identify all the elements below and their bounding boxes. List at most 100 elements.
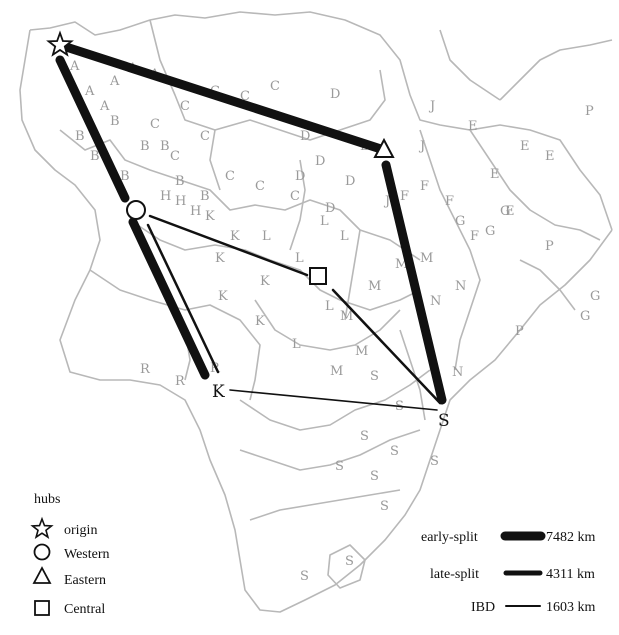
coastline xyxy=(19,11,613,613)
legend-western-label: Western xyxy=(64,547,110,562)
region-letter-g: G xyxy=(500,204,510,219)
region-letter-d: D xyxy=(300,129,310,144)
legend-origin-label: origin xyxy=(64,523,97,538)
country-border xyxy=(129,219,421,311)
region-letter-k: K xyxy=(255,314,265,329)
country-border xyxy=(439,29,501,101)
region-letter-c: C xyxy=(200,129,210,144)
legend-eastern-label: Eastern xyxy=(64,573,106,588)
region-letter-g: G xyxy=(580,309,590,324)
country-border xyxy=(469,129,601,241)
legend-late-split-distance: 4311 km xyxy=(546,567,595,582)
region-letter-k: K xyxy=(205,209,215,224)
region-letter-b: B xyxy=(200,189,210,204)
region-letter-b: B xyxy=(160,139,170,154)
region-letter-f: F xyxy=(445,194,454,209)
region-letter-n: N xyxy=(452,365,463,380)
region-letter-e: E xyxy=(490,167,500,182)
hub-edges xyxy=(55,40,447,411)
region-letter-m: M xyxy=(355,344,368,359)
region-letter-c: C xyxy=(255,179,265,194)
country-border xyxy=(254,299,401,351)
country-border xyxy=(519,259,576,311)
region-letter-j: J xyxy=(418,139,425,154)
western-circle-icon xyxy=(126,200,146,220)
region-letter-d: D xyxy=(345,174,355,189)
country-border xyxy=(59,129,421,261)
region-letter-d: D xyxy=(295,169,305,184)
region-letter-b: B xyxy=(175,174,185,189)
region-letter-c: C xyxy=(180,99,190,114)
hubs-legend: hubs origin Western Eastern Central xyxy=(30,492,110,617)
region-letter-h: H xyxy=(160,189,171,204)
region-letter-a: A xyxy=(69,59,80,74)
region-letter-b: B xyxy=(120,169,130,184)
region-letter-b: B xyxy=(110,114,120,129)
legend-ibd-distance: 1603 km xyxy=(546,600,596,615)
region-letter-s: S xyxy=(300,569,309,584)
region-letter-b: B xyxy=(140,139,150,154)
central-square-icon xyxy=(309,267,327,285)
legend-early-split-distance: 7482 km xyxy=(546,530,596,545)
region-letter-s: S xyxy=(345,554,354,569)
edge-eastern-s-early-split xyxy=(381,160,447,405)
region-letter-f: F xyxy=(470,229,479,244)
region-letter-c: C xyxy=(290,189,300,204)
legend-square-icon xyxy=(34,600,50,616)
region-letter-k: K xyxy=(218,289,228,304)
region-letter-l: L xyxy=(262,229,271,244)
region-letter-e: E xyxy=(505,204,515,219)
edge-central-s-ibd xyxy=(331,288,442,405)
legend-early-split-label: early-split xyxy=(421,530,478,545)
legend-late-split-label: late-split xyxy=(430,567,479,582)
region-letter-l: L xyxy=(325,299,334,314)
hubs-legend-title: hubs xyxy=(34,492,60,507)
region-letter-m: M xyxy=(340,309,353,324)
region-letter-k: K xyxy=(215,251,225,266)
region-letter-a: A xyxy=(99,99,110,114)
region-letter-g: G xyxy=(455,214,465,229)
region-letter-e: E xyxy=(468,119,478,134)
region-letter-d: D xyxy=(315,154,325,169)
region-letter-g: G xyxy=(590,289,600,304)
region-letter-p: P xyxy=(545,239,554,254)
edge-western-k-ibd xyxy=(146,223,220,374)
country-border xyxy=(239,369,431,431)
region-letter-s: S xyxy=(390,444,399,459)
region-letter-m: M xyxy=(330,364,343,379)
region-letter-f: F xyxy=(400,189,409,204)
region-letter-b: B xyxy=(90,149,100,164)
country-border xyxy=(239,429,421,471)
country-border xyxy=(149,19,386,141)
region-letter-h: H xyxy=(175,194,186,209)
edge-western-central-ibd xyxy=(148,214,309,277)
map-borders xyxy=(19,11,613,613)
region-letter-e: E xyxy=(545,149,555,164)
region-letter-h: H xyxy=(190,204,201,219)
region-letter-j: J xyxy=(383,194,390,209)
region-letter-d: D xyxy=(325,201,335,216)
region-letter-c: C xyxy=(170,149,180,164)
region-letter-c: C xyxy=(240,89,250,104)
region-letter-g: G xyxy=(485,224,495,239)
region-letter-e: E xyxy=(520,139,530,154)
legend-star-icon xyxy=(30,516,54,539)
region-letter-c: C xyxy=(270,79,280,94)
eastern-triangle-icon xyxy=(373,137,395,158)
edge-k-s-ibd xyxy=(229,389,438,411)
country-border xyxy=(289,159,306,251)
country-border xyxy=(89,269,261,401)
region-letter-c: C xyxy=(150,117,160,132)
region-letter-p: P xyxy=(585,104,594,119)
country-border xyxy=(499,39,613,101)
region-letter-k: K xyxy=(260,274,270,289)
origin-star-icon xyxy=(46,30,74,57)
country-border xyxy=(419,129,481,371)
region-letter-s: S xyxy=(370,369,379,384)
region-letter-d: D xyxy=(330,87,340,102)
region-letter-s: S xyxy=(360,429,369,444)
region-letter-j: J xyxy=(428,99,435,114)
region-letter-s: S xyxy=(370,469,379,484)
region-letter-c: C xyxy=(225,169,235,184)
